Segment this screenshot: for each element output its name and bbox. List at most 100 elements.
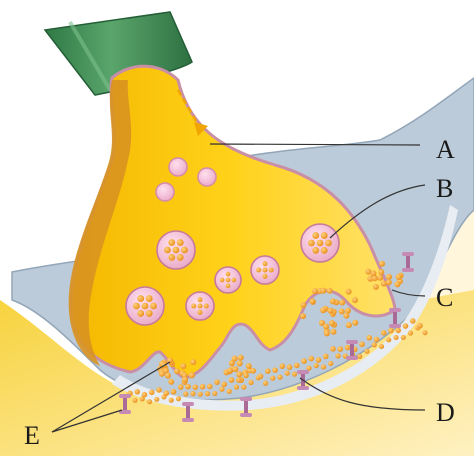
receptor-base	[182, 418, 194, 422]
transmitter-dot	[402, 323, 409, 329]
transmitter-dot	[370, 270, 377, 277]
receptor-stem	[406, 253, 410, 271]
transmitter-dot	[156, 387, 162, 393]
transmitter-dot	[226, 388, 232, 394]
transmitter-dot	[190, 359, 197, 366]
transmitter-dot	[326, 287, 333, 294]
transmitter-dot	[228, 377, 235, 383]
transmitter-dot	[308, 239, 315, 247]
transmitter-dot	[316, 239, 324, 247]
transmitter-dot	[395, 274, 402, 281]
receptor	[240, 397, 252, 417]
transmitter-dot	[250, 367, 257, 374]
transmitter-dot	[371, 275, 378, 282]
receptor-stem	[186, 403, 190, 421]
transmitter-dot	[146, 399, 153, 405]
empty-vesicle	[168, 157, 188, 177]
transmitter-dot	[183, 391, 189, 397]
filled-vesicle	[156, 230, 196, 270]
transmitter-dot	[300, 301, 307, 308]
transmitter-dot	[163, 390, 170, 397]
transmitter-dot	[256, 267, 262, 273]
transmitter-dot	[150, 302, 157, 310]
receptor-base	[402, 268, 414, 272]
receptor-cap	[297, 370, 309, 374]
transmitter-dot	[366, 334, 373, 341]
receptor	[119, 394, 131, 414]
transmitter-dot	[212, 390, 218, 397]
transmitter-dot	[329, 298, 336, 305]
transmitter-dot	[181, 246, 188, 254]
transmitter-dot	[300, 313, 307, 320]
transmitter-dot	[197, 391, 203, 397]
leader-line-a	[209, 143, 421, 146]
transmitter-dot	[168, 378, 175, 385]
receptor-base	[346, 356, 358, 360]
receptor	[346, 340, 358, 360]
free-vesicles	[155, 157, 217, 202]
transmitter-dot	[132, 397, 138, 403]
neurotransmitter-vesicles	[125, 223, 340, 326]
transmitter-dot	[206, 383, 213, 390]
transmitter-dot	[312, 232, 320, 240]
transmitter-dot	[379, 260, 386, 267]
transmitter-dot	[190, 391, 196, 397]
label-c: C	[436, 283, 453, 312]
transmitter-dot	[313, 362, 319, 369]
transmitter-dot	[172, 246, 180, 254]
transmitter-dot	[318, 319, 325, 326]
transmitter-dot	[162, 367, 169, 374]
transmitter-dot	[394, 281, 401, 288]
transmitter-dot	[320, 364, 327, 370]
transmitter-dot	[377, 274, 384, 281]
transmitter-dot	[203, 303, 209, 309]
transmitter-dot	[367, 275, 374, 282]
transmitter-dot	[164, 246, 171, 254]
transmitter-dot	[330, 346, 336, 352]
transmitter-dot	[344, 307, 351, 314]
label-a: A	[436, 135, 455, 164]
receptor-cap	[402, 252, 414, 256]
transmitter-dot	[245, 362, 252, 369]
transmitter-dot	[320, 287, 327, 294]
transmitter-dot	[338, 308, 345, 315]
transmitter-dot	[400, 334, 406, 341]
transmitter-dot	[197, 309, 203, 315]
transmitter-dot	[257, 373, 264, 380]
transmitter-dot	[197, 303, 203, 309]
transmitter-dot	[236, 360, 243, 367]
transmitter-dot	[337, 346, 344, 352]
transmitter-dot	[388, 327, 394, 334]
transmitter-dot	[339, 299, 346, 306]
transmitter-dot	[327, 307, 334, 314]
filled-vesicle	[125, 286, 165, 326]
transmitter-dot	[380, 330, 387, 336]
filled-vesicle	[185, 291, 215, 321]
transmitter-dot	[345, 322, 352, 329]
transmitter-dot	[357, 353, 363, 359]
receptor-cap	[346, 340, 358, 344]
transmitter-dot	[262, 273, 268, 279]
transmitter-dot	[137, 309, 145, 317]
receptor-stem	[123, 395, 127, 413]
transmitter-dot	[177, 384, 184, 390]
transmitter-dot	[315, 357, 322, 363]
transmitter-dot	[148, 389, 155, 396]
transmitter-dot	[330, 328, 337, 335]
leader-line-c	[391, 289, 426, 297]
leader-line-d	[299, 377, 426, 411]
label-b: B	[436, 174, 453, 203]
transmitter-dot	[168, 253, 176, 261]
terminal-shadow	[68, 80, 132, 366]
transmitter-dot	[320, 232, 328, 240]
leader-line-b	[329, 184, 426, 239]
transmitter-dot	[301, 358, 307, 364]
filled-vesicle	[214, 266, 242, 294]
receptor-stem	[244, 398, 248, 416]
transmitter-dot	[204, 391, 211, 397]
transmitter-dot	[176, 239, 184, 247]
receptor-base	[240, 413, 252, 417]
transmitter-dot	[168, 397, 174, 403]
transmitter-dot	[284, 370, 290, 376]
